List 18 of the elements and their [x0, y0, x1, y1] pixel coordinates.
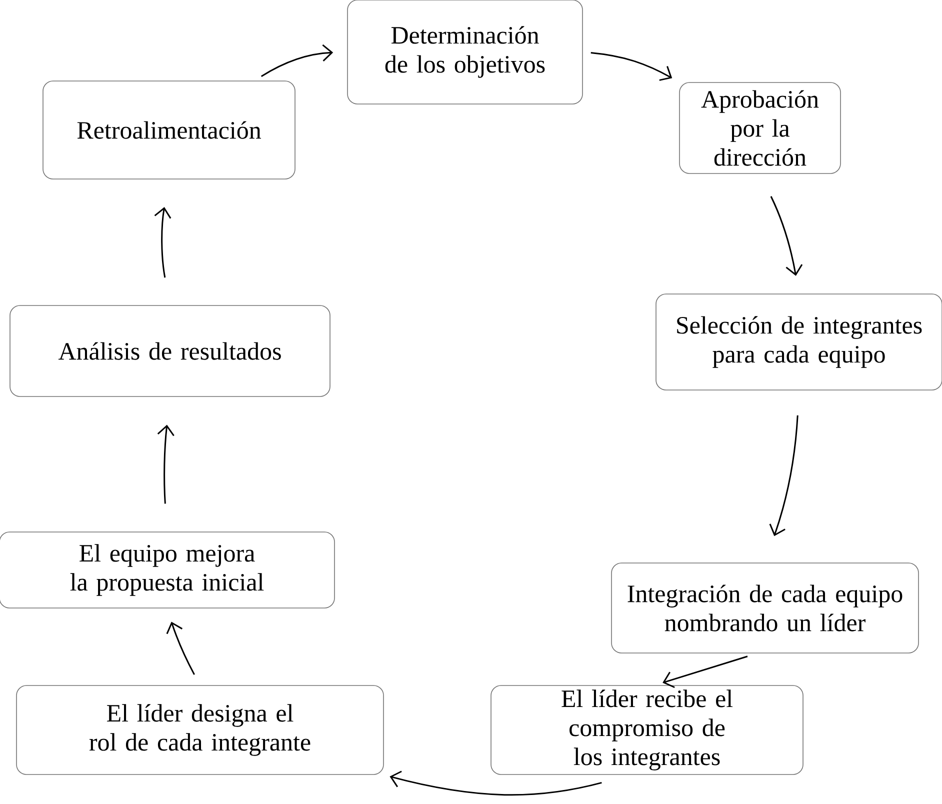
- arrow: [662, 656, 748, 688]
- process-box: Determinación de los objetivos: [347, 0, 583, 104]
- process-box: Integración de cada equipo nombrando un líder: [611, 562, 919, 654]
- process-box: El equipo mejora la propuesta inicial: [0, 532, 335, 608]
- arrow: [770, 196, 803, 276]
- arrow: [590, 52, 672, 81]
- process-box: Selección de integrantes para cada equipo: [656, 294, 942, 390]
- arrow: [390, 770, 602, 796]
- arrow: [166, 622, 195, 675]
- process-box: Análisis de resultados: [10, 305, 330, 397]
- arrow: [157, 424, 174, 504]
- process-box: El líder designa el rol de cada integrante: [16, 685, 384, 775]
- arrow: [154, 207, 172, 278]
- arrow: [260, 44, 334, 77]
- arrow: [769, 415, 798, 536]
- process-box: Retroalimentación: [42, 80, 296, 180]
- process-box: Aprobación por la dirección: [679, 82, 841, 174]
- process-box: El líder recibe el compromiso de los integrantes: [490, 685, 804, 775]
